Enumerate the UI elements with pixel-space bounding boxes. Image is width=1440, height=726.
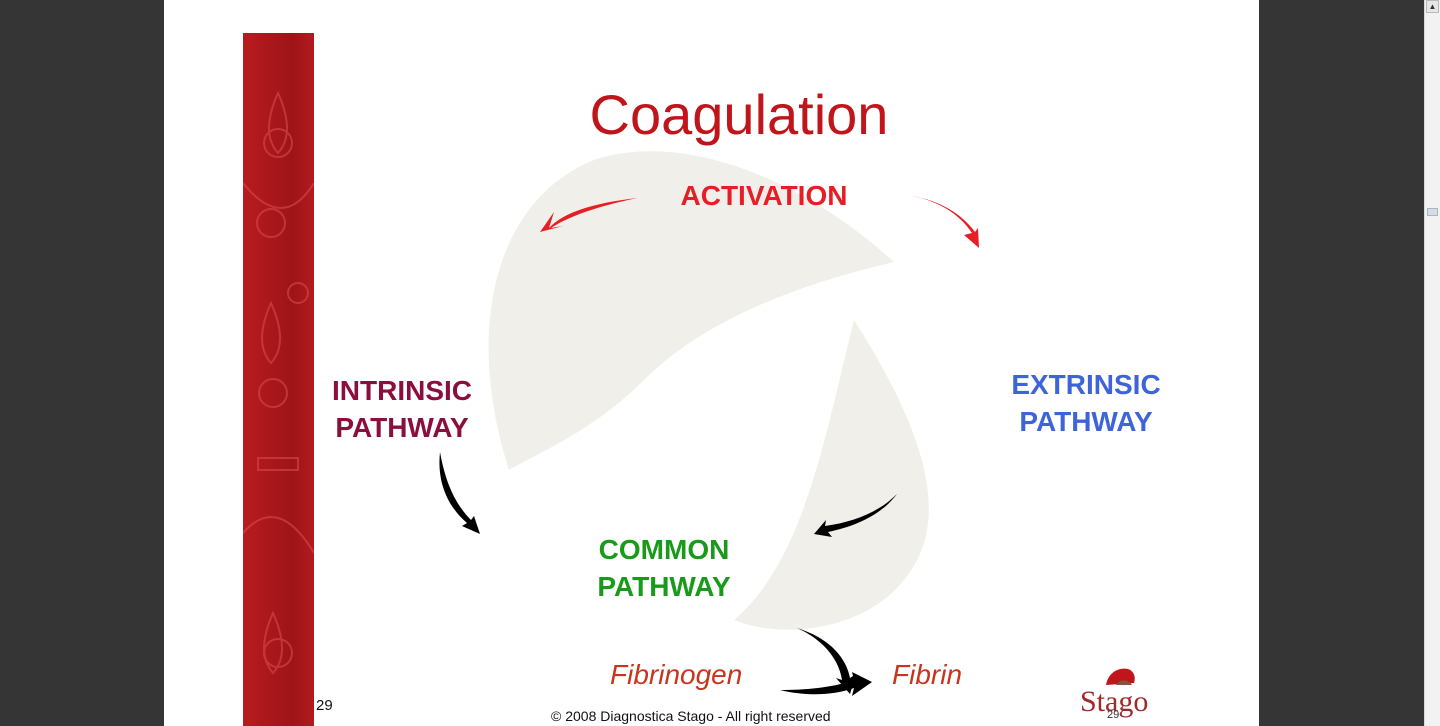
scroll-up-arrow-icon[interactable]: ▲ bbox=[1426, 0, 1439, 13]
vertical-scrollbar[interactable]: ▲ bbox=[1424, 0, 1440, 726]
common-line-2: PATHWAY bbox=[597, 571, 731, 602]
scrollbar-thumb[interactable] bbox=[1427, 208, 1438, 216]
activation-label: ACTIVATION bbox=[680, 180, 848, 211]
stago-logo: Stago bbox=[1076, 663, 1166, 723]
logo-hat-icon bbox=[1106, 668, 1135, 685]
slide-title: Coagulation bbox=[589, 83, 889, 146]
extrinsic-arrow bbox=[814, 494, 897, 537]
intrinsic-pathway-label: INTRINSIC PATHWAY bbox=[307, 372, 497, 446]
copyright-notice: © 2008 Diagnostica Stago - All right res… bbox=[551, 708, 831, 724]
slide-page: 2008 V1 Coagulation ACTIVATION INTRINSIC… bbox=[164, 0, 1259, 726]
activation-arrow-left bbox=[540, 198, 637, 232]
common-line-1: COMMON bbox=[598, 534, 730, 565]
decorative-sidebar: 2008 V1 bbox=[243, 33, 357, 726]
extrinsic-line-1: EXTRINSIC bbox=[1011, 369, 1161, 400]
intrinsic-line-2: PATHWAY bbox=[335, 412, 469, 443]
fibrin-arrow-bottom bbox=[780, 672, 872, 696]
page-number-left: 29 bbox=[316, 697, 333, 714]
background-swirl-upper bbox=[488, 151, 894, 470]
version-label: 2008 V1 bbox=[328, 694, 357, 724]
sidebar-pattern bbox=[243, 90, 314, 675]
intrinsic-line-1: INTRINSIC bbox=[332, 375, 472, 406]
extrinsic-pathway-label: EXTRINSIC PATHWAY bbox=[986, 366, 1186, 440]
fibrin-label: Fibrin bbox=[892, 659, 963, 690]
page-number-right: 29 bbox=[1107, 709, 1120, 721]
intrinsic-arrow bbox=[439, 452, 480, 534]
background-swirl-lower bbox=[734, 320, 929, 630]
logo-text: Stago bbox=[1080, 685, 1149, 718]
fibrinogen-label: Fibrinogen bbox=[610, 659, 743, 690]
extrinsic-line-2: PATHWAY bbox=[1019, 406, 1153, 437]
activation-arrow-right bbox=[911, 196, 979, 248]
coagulation-diagram bbox=[439, 151, 979, 696]
common-pathway-label: COMMON PATHWAY bbox=[564, 531, 764, 605]
